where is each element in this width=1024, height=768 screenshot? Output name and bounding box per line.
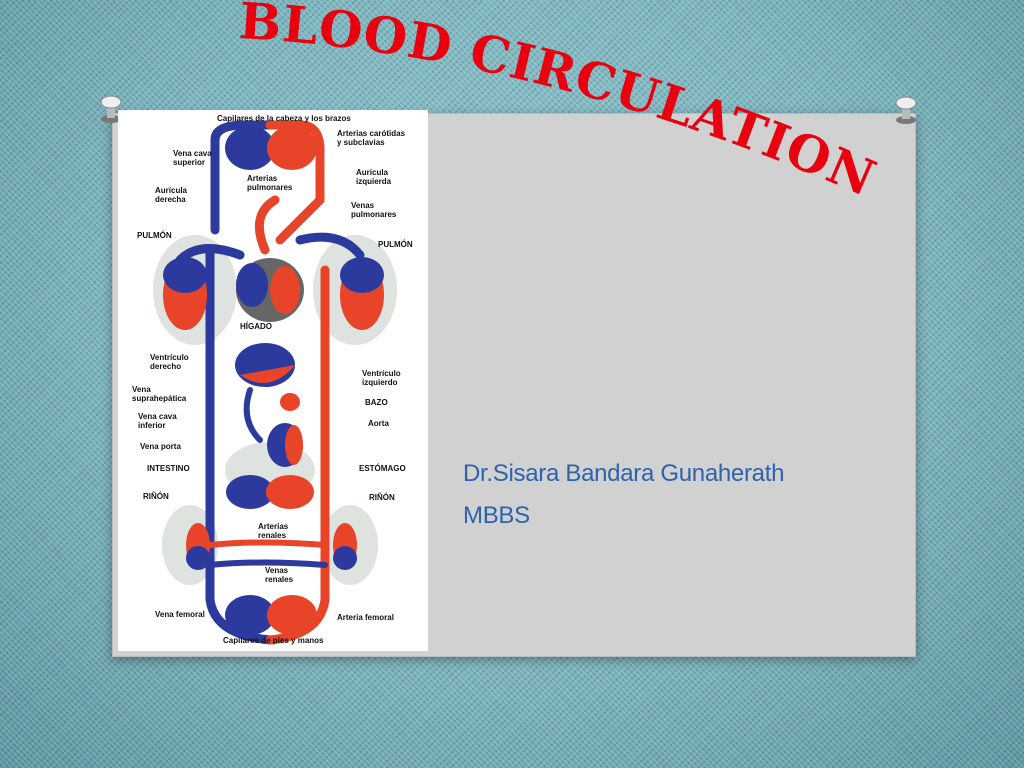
pushpin-icon (895, 96, 917, 124)
label-left-atrium: Aurícula izquierda (356, 168, 392, 186)
label-liver: HÍGADO (240, 322, 272, 331)
label-spleen: BAZO (365, 398, 388, 407)
circulation-illustration (153, 120, 397, 645)
label-right-atrium: Aurícula derecha (155, 186, 188, 204)
label-inferior-vena-cava: Vena cava inferior (138, 412, 177, 430)
label-femoral-artery: Arteria femoral (337, 613, 394, 622)
label-femoral-vein: Vena femoral (155, 610, 205, 619)
label-pulmonary-arteries: Arterias pulmonares (247, 174, 293, 192)
label-portal-vein: Vena porta (140, 442, 181, 451)
title-text: BLOOD CIRCULATION (237, 0, 883, 208)
pushpin-icon (100, 95, 122, 123)
label-lung-left: PULMÓN (137, 231, 172, 240)
label-hepatic-vein: Vena suprahepática (132, 385, 187, 403)
label-right-ventricle: Ventrículo derecho (150, 353, 189, 371)
label-feet-capillaries: Capilares de pies y manos (223, 636, 324, 645)
label-aorta: Aorta (368, 419, 389, 428)
circulation-diagram: Capilares de la cabeza y los brazos Arte… (118, 110, 428, 651)
label-renal-arteries: Arterias renales (258, 522, 289, 540)
label-kidney-left: RIÑÓN (143, 492, 169, 501)
label-lung-right: PULMÓN (378, 240, 413, 249)
label-carotid: Arterias carótidas y subclavias (337, 129, 406, 147)
label-intestine: INTESTINO (147, 464, 190, 473)
label-kidney-right: RIÑÓN (369, 493, 395, 502)
label-left-ventricle: Ventrículo izquierdo (362, 369, 401, 387)
label-pulmonary-veins: Venas pulmonares (351, 201, 397, 219)
label-head-capillaries: Capilares de la cabeza y los brazos (217, 114, 351, 123)
label-renal-veins: Venas renales (265, 566, 294, 584)
svg-text:BLOOD CIRCULATION: BLOOD CIRCULATION (237, 0, 884, 208)
author-name: Dr.Sisara Bandara Gunaherath (463, 460, 785, 487)
label-stomach: ESTÓMAGO (359, 464, 406, 473)
author-credential: MBBS (463, 502, 530, 529)
label-superior-vena-cava: Vena cava superior (173, 149, 212, 167)
slide-title: BLOOD CIRCULATION (237, 0, 884, 208)
